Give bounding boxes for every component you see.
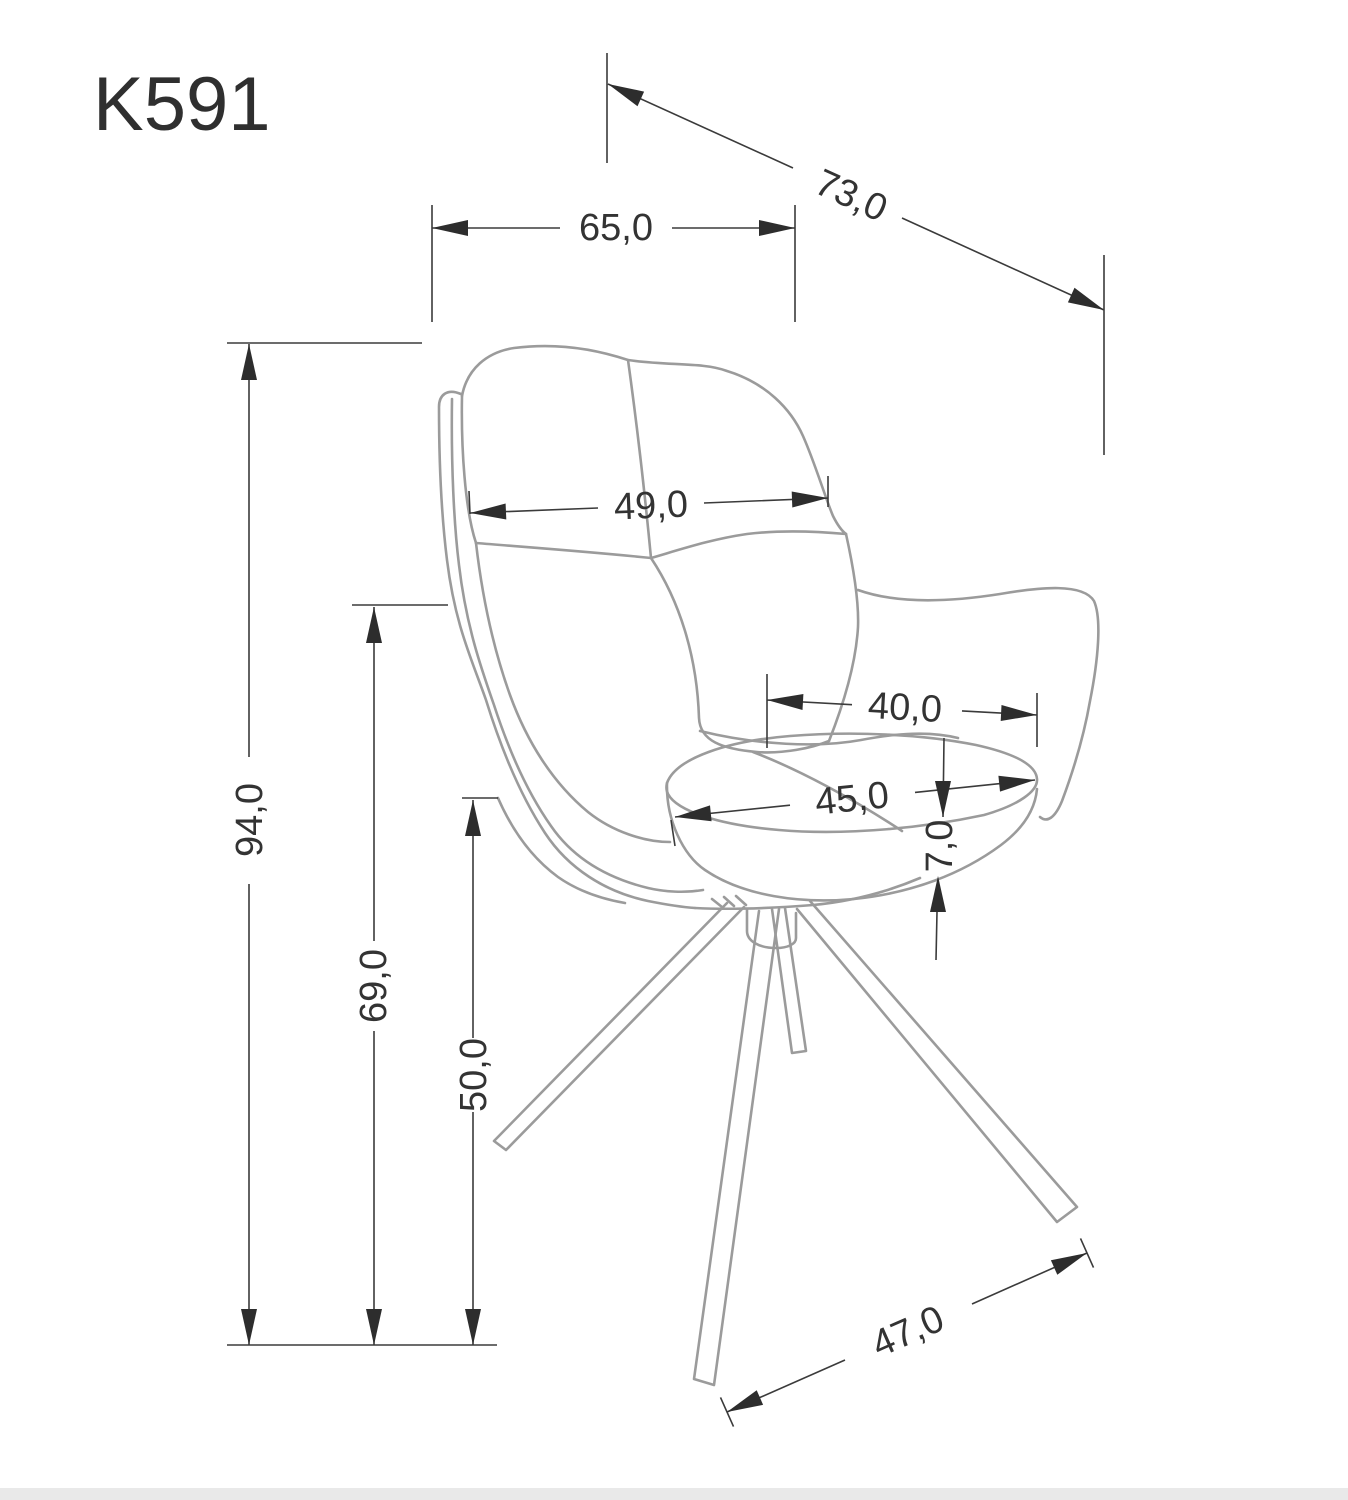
backrest-left-edge — [460, 394, 478, 545]
shell-outer — [437, 390, 697, 910]
arrow-left-icon — [432, 220, 468, 236]
arrow-right-icon — [998, 775, 1035, 792]
arrow-up-icon — [930, 876, 946, 912]
wing-inner-edge — [474, 541, 672, 844]
arrow-upright-icon — [1050, 1253, 1087, 1275]
arrow-up-icon — [366, 607, 382, 643]
backrest-right-edge — [827, 532, 860, 743]
dim-label-base-leg-span: 47,0 — [866, 1298, 951, 1366]
arrow-right-icon — [1000, 705, 1037, 721]
arrow-left-icon — [675, 805, 712, 822]
backrest-wrap — [649, 556, 831, 754]
seat-rim — [665, 732, 1039, 834]
wing-front-edge — [496, 796, 627, 905]
backrest-seam-horizontal — [474, 530, 848, 560]
dim-label-overall-depth: 73,0 — [809, 162, 894, 231]
seat-diagonal-seam — [751, 750, 904, 833]
arrow-up-icon — [465, 800, 481, 836]
right-armrest — [856, 586, 1100, 821]
page-title: K591 — [93, 62, 271, 147]
leg-rear — [770, 906, 808, 1055]
dim-label-seat-width: 45,0 — [813, 774, 891, 823]
page-edge-strip — [0, 1488, 1348, 1500]
dim-label-cushion-thickness: 7,0 — [919, 820, 961, 873]
arrow-upleft-icon — [608, 84, 645, 107]
arrow-downleft-icon — [727, 1390, 764, 1412]
arrow-down-icon — [366, 1309, 382, 1345]
leg-front-left — [492, 901, 746, 1152]
dim-label-overall-height: 94,0 — [229, 783, 271, 857]
dimension-seat-width: 45,0 — [670, 774, 1036, 847]
backrest-outer — [460, 344, 848, 536]
dimension-overall-height: 94,0 — [227, 342, 422, 1345]
arrow-left-icon — [470, 503, 507, 520]
dim-label-armrest-height: 69,0 — [353, 949, 395, 1023]
leg-right — [795, 899, 1079, 1224]
dim-label-overall-width: 65,0 — [579, 207, 653, 249]
seat-back-seam — [698, 729, 960, 746]
dimension-overall-depth: 73,0 — [606, 53, 1105, 455]
arrow-downright-icon — [1067, 287, 1104, 310]
backrest-seam-vertical — [626, 358, 653, 560]
dim-label-seat-depth: 40,0 — [867, 685, 943, 731]
dimension-armrest-height: 69,0 — [352, 604, 448, 1345]
dimension-base-leg-span: 47,0 — [719, 1238, 1095, 1427]
arrow-right-icon — [759, 220, 795, 236]
dimension-backrest-width: 49,0 — [468, 476, 829, 529]
arrow-down-icon — [465, 1309, 481, 1345]
dimension-seat-height: 50,0 — [453, 797, 498, 1345]
arrow-up-icon — [241, 344, 257, 380]
arrow-down-icon — [241, 1309, 257, 1345]
arrow-left-icon — [767, 694, 804, 710]
base-hub — [745, 907, 798, 950]
dim-label-seat-height: 50,0 — [453, 1038, 495, 1112]
chair-outline — [437, 344, 1100, 1387]
shell-inner — [450, 397, 705, 894]
leg-front-center — [692, 907, 781, 1387]
dim-label-backrest-width: 49,0 — [613, 483, 689, 528]
hub-hatch-marks — [710, 894, 748, 909]
dimension-seat-depth: 40,0 — [766, 674, 1038, 748]
dimension-cushion-thickness: 7,0 — [919, 737, 961, 961]
arrow-down-icon — [935, 781, 951, 817]
arrow-right-icon — [791, 491, 828, 508]
dimension-overall-width: 65,0 — [431, 205, 796, 322]
